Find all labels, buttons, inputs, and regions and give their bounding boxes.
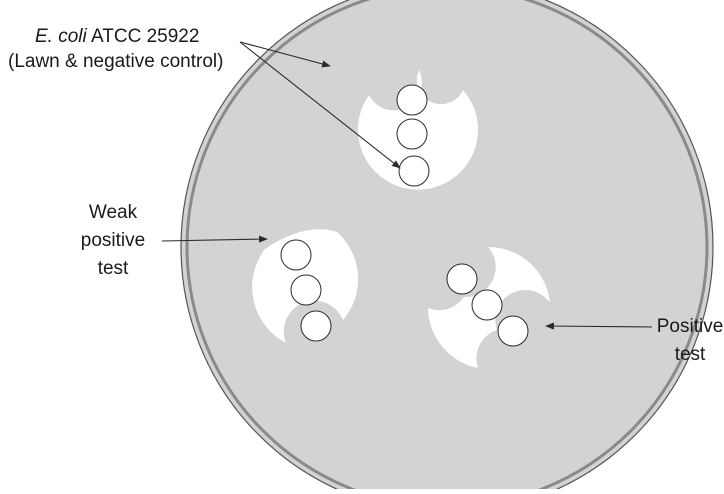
disc-left-3 bbox=[300, 310, 332, 342]
disc-right-2 bbox=[471, 289, 503, 321]
arrow-positive bbox=[545, 322, 653, 330]
disc-right-3 bbox=[497, 315, 529, 347]
disc-top-3 bbox=[398, 155, 430, 187]
disc-top-2 bbox=[396, 118, 428, 150]
label-ecoli-species: E. coli bbox=[35, 26, 88, 47]
disc-left-1 bbox=[280, 239, 312, 271]
arrow-weak-positive bbox=[161, 235, 268, 243]
label-weak-line2: positive bbox=[81, 230, 145, 251]
label-positive-line2: test bbox=[675, 344, 706, 365]
label-ecoli-note: (Lawn & negative control) bbox=[8, 51, 223, 72]
label-ecoli-strain: ATCC 25922 bbox=[87, 26, 200, 47]
petri-dish-inner-rim bbox=[185, 0, 709, 494]
disc-right-1 bbox=[446, 263, 478, 295]
label-weak-line3: test bbox=[98, 258, 129, 279]
clear-zone-top bbox=[357, 70, 478, 190]
label-positive-line1: Positive bbox=[657, 316, 724, 337]
disc-top-1 bbox=[396, 84, 428, 116]
label-ecoli-title: E. coli ATCC 25922 bbox=[35, 26, 199, 47]
petri-dish-outer bbox=[180, 0, 714, 494]
arrow-lawn bbox=[239, 41, 331, 68]
clear-zone-right bbox=[428, 246, 550, 368]
arrow-negative-disc bbox=[239, 41, 401, 169]
label-weak-line1: Weak bbox=[89, 202, 138, 223]
disc-left-2 bbox=[290, 274, 322, 306]
clear-zone-left bbox=[252, 229, 359, 343]
